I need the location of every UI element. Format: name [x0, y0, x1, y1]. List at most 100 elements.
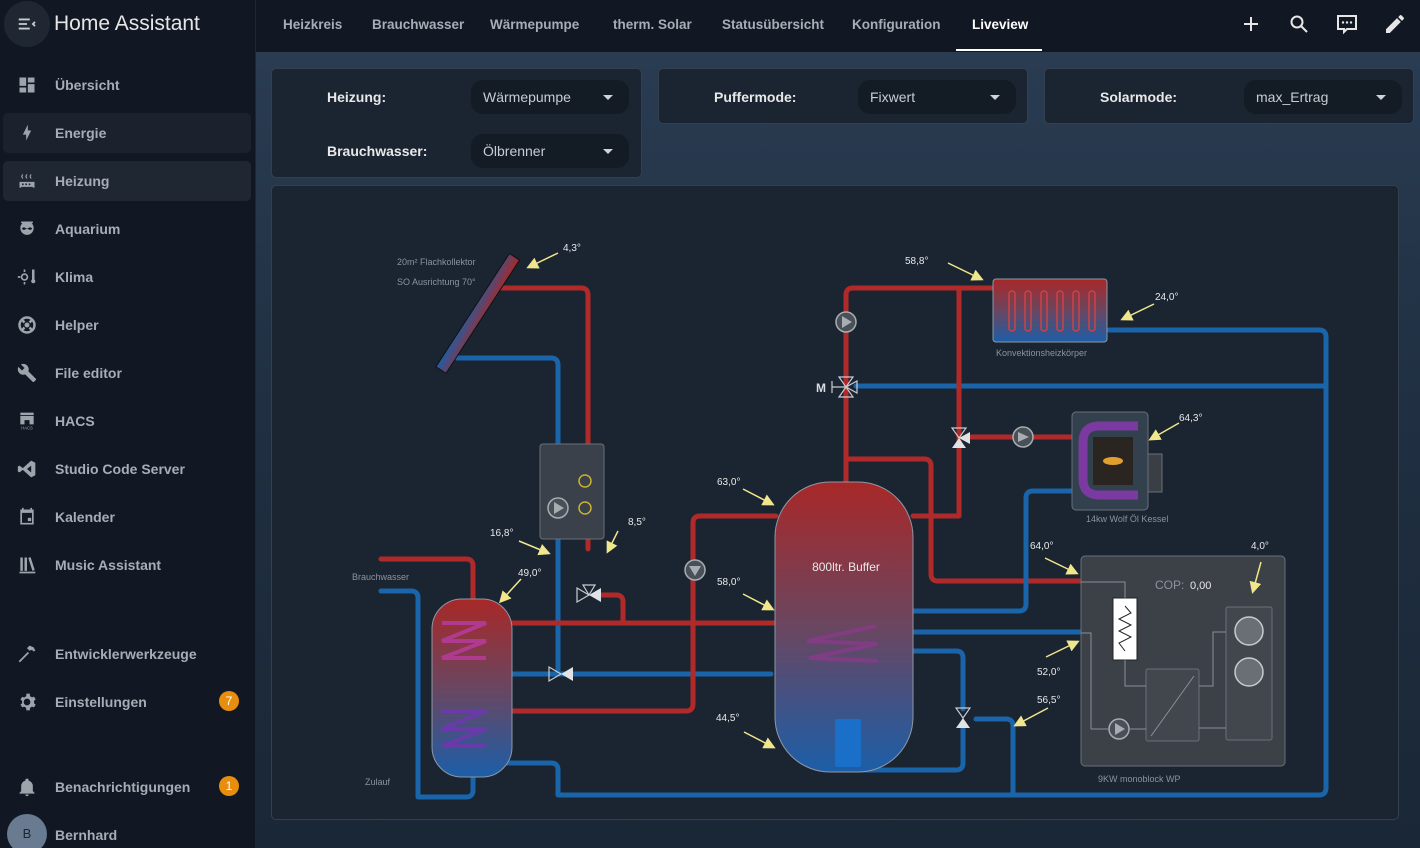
library-icon [19, 557, 36, 574]
sidebar-item-entwicklerwerkzeuge[interactable]: Entwicklerwerkzeuge [3, 634, 251, 674]
buffer-label: 800ltr. Buffer [812, 560, 880, 574]
brauchwasser-label: Brauchwasser: [327, 143, 428, 159]
pipe-dhw-coil-lower-return [470, 327, 1329, 798]
plus-icon[interactable] [1239, 12, 1263, 36]
sidebar-item-label: File editor [55, 365, 122, 381]
svg-text:HACS: HACS [21, 425, 33, 430]
valve-boiler [950, 427, 970, 448]
sidebar-item-label: Kalender [55, 509, 115, 525]
notifications-badge: 1 [219, 776, 239, 796]
sidebar-item-aquarium[interactable]: Aquarium [3, 209, 251, 249]
sidebar-item-hacs[interactable]: HACS HACS [3, 401, 251, 441]
vscode-icon [17, 460, 36, 478]
sidebar: Home Assistant Übersicht Energie Heizung… [0, 0, 256, 848]
sidebar-item-file-editor[interactable]: File editor [3, 353, 251, 393]
solarmode-value: max_Ertrag [1256, 89, 1329, 105]
hydraulic-diagram: 20m² Flachkollektor SO Ausrichtung 70° B [352, 243, 1329, 800]
tab-konfiguration[interactable]: Konfiguration [852, 17, 941, 32]
main-content: Heizung: Wärmepumpe Brauchwasser: Ölbren… [256, 52, 1420, 848]
oil-boiler [1071, 411, 1163, 511]
dhw-out-label: Brauchwasser [352, 572, 409, 582]
sidebar-item-label: Einstellungen [55, 694, 147, 710]
menu-toggle-button[interactable] [4, 1, 50, 47]
fishbowl-icon [20, 221, 34, 235]
sidebar-item-label: Übersicht [55, 77, 120, 93]
sidebar-item-label: Klima [55, 269, 94, 285]
sidebar-item-benachrichtigungen[interactable]: Benachrichtigungen 1 [3, 767, 251, 807]
sidebar-header: Home Assistant [0, 0, 256, 48]
pencil-icon[interactable] [1383, 12, 1407, 36]
assist-chat-icon[interactable] [1335, 12, 1359, 36]
sidebar-item-label: HACS [55, 413, 95, 429]
heatpump-label: 9KW monoblock WP [1098, 774, 1181, 784]
chevron-down-icon [1376, 95, 1386, 100]
pump-buffer [684, 559, 706, 581]
settings-badge: 7 [219, 691, 239, 711]
buffer-top-temp: 63,0° [717, 477, 740, 488]
solarmode-card: Solarmode: max_Ertrag [1044, 68, 1414, 124]
hp-flow-temp: 64,0° [1030, 541, 1053, 552]
puffermode-select[interactable]: Fixwert [858, 80, 1016, 114]
valve-hp [954, 707, 972, 728]
sidebar-item-studio-code-server[interactable]: Studio Code Server [3, 449, 251, 489]
calendar-icon [20, 507, 34, 525]
pipe-buffer-top [843, 456, 1084, 584]
radiator-icon [19, 174, 35, 188]
pump-boiler [1012, 426, 1034, 448]
boiler-label: 14kw Wolf Öl Kessel [1086, 514, 1168, 524]
pipe-hp-loop2 [833, 723, 966, 773]
heating-mode-card: Heizung: Wärmepumpe Brauchwasser: Ölbren… [271, 68, 642, 178]
user-avatar[interactable]: B [7, 814, 47, 848]
solarmode-label: Solarmode: [1100, 89, 1178, 105]
solar-collector [435, 252, 521, 374]
sidebar-item-music-assistant[interactable]: Music Assistant [3, 545, 251, 585]
sidebar-item-label: Aquarium [55, 221, 121, 237]
pipe-solar-valve [596, 592, 879, 626]
tab-brauchwasser[interactable]: Brauchwasser [372, 17, 465, 32]
tab-liveview[interactable]: Liveview [972, 17, 1029, 32]
tab-heizkreis[interactable]: Heizkreis [283, 17, 343, 32]
valve-dhw [548, 665, 573, 683]
buffer-bottom-temp: 44,5° [716, 713, 739, 724]
sidebar-item-helper[interactable]: Helper [3, 305, 251, 345]
hacs-store-icon: HACS [20, 412, 34, 430]
user-name[interactable]: Bernhard [55, 827, 118, 843]
heizung-select[interactable]: Wärmepumpe [471, 80, 629, 114]
sidebar-item-heizung[interactable]: Heizung [3, 161, 251, 201]
hp-outdoor-temp: 4,0° [1251, 541, 1269, 552]
sidebar-item-label: Helper [55, 317, 99, 333]
hp-return-temp: 52,0° [1037, 667, 1060, 678]
buffer-tank [774, 481, 914, 773]
wrench-icon [17, 363, 37, 383]
sidebar-item-klima[interactable]: Klima [3, 257, 251, 297]
sidebar-item-label: Energie [55, 125, 107, 141]
brauchwasser-select[interactable]: Ölbrenner [471, 134, 629, 168]
pipe-dhw-out [378, 556, 476, 604]
app-title: Home Assistant [54, 12, 200, 35]
brauchwasser-value: Ölbrenner [483, 143, 546, 159]
chevron-down-icon [990, 95, 1000, 100]
tab-therm-solar[interactable]: therm. Solar [613, 17, 692, 32]
chevron-down-icon [603, 95, 613, 100]
sidebar-item-label: Benachrichtigungen [55, 779, 191, 795]
tab-statusuebersicht[interactable]: Statusübersicht [722, 17, 825, 32]
radiator-label: Konvektionsheizkörper [996, 348, 1087, 358]
active-tab-indicator [956, 49, 1042, 51]
hp-return2-temp: 56,5° [1037, 695, 1060, 706]
tab-waermepumpe[interactable]: Wärmepumpe [490, 17, 580, 32]
sidebar-item-energie[interactable]: Energie [3, 113, 251, 153]
dhw-in-label: Zulauf [365, 777, 391, 787]
solarmode-select[interactable]: max_Ertrag [1244, 80, 1402, 114]
sidebar-item-einstellungen[interactable]: Einstellungen 7 [3, 682, 251, 722]
sidebar-item-uebersicht[interactable]: Übersicht [3, 65, 251, 105]
radiator-return-temp: 24,0° [1155, 292, 1178, 303]
search-icon[interactable] [1287, 12, 1311, 36]
pipe-dhw-coil-lower [470, 513, 779, 714]
pipe-hp-loop [910, 648, 966, 712]
heizung-value: Wärmepumpe [483, 89, 571, 105]
pipe-boiler-flow [910, 285, 962, 519]
liveview-diagram-card: 20m² Flachkollektor SO Ausrichtung 70° B [271, 185, 1399, 820]
cop-value: 0,00 [1190, 580, 1211, 592]
sidebar-item-kalender[interactable]: Kalender [3, 497, 251, 537]
